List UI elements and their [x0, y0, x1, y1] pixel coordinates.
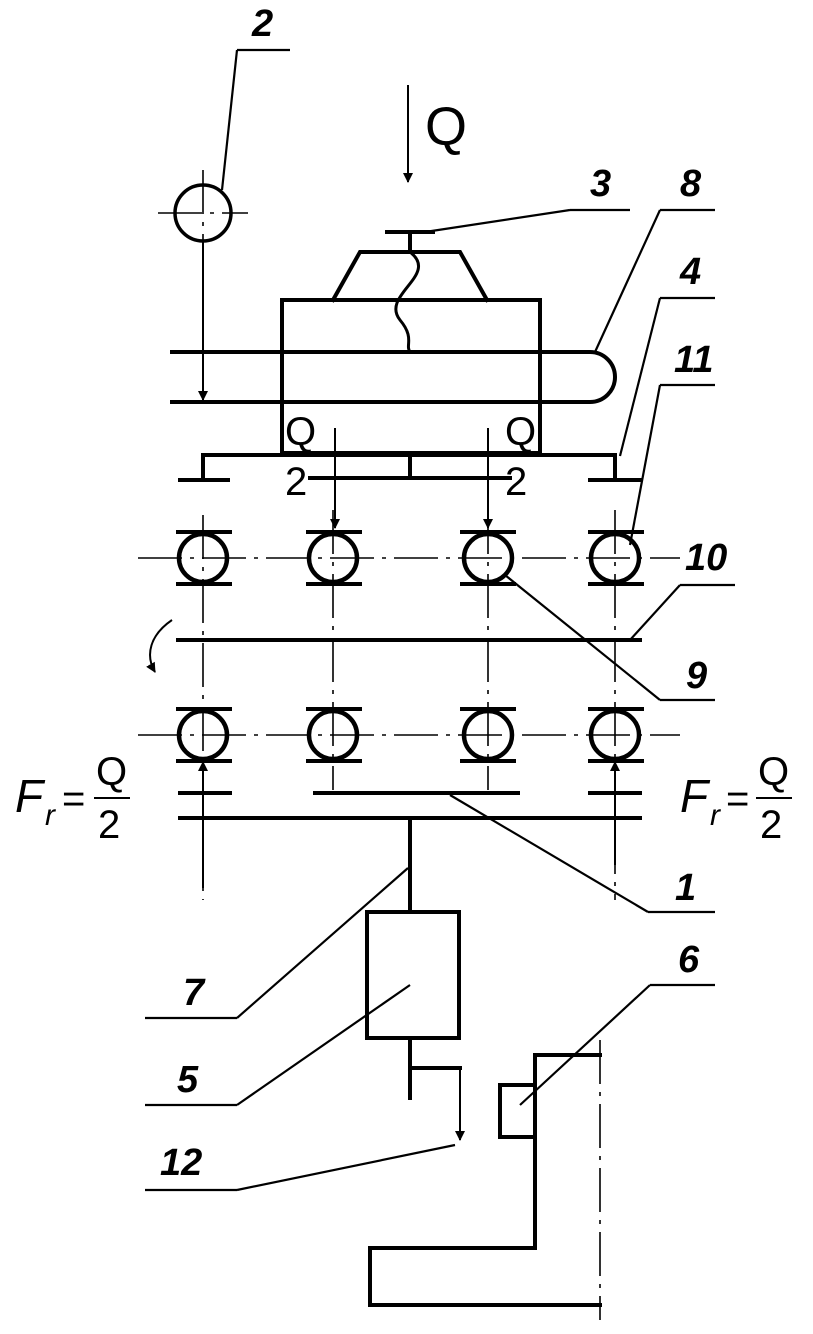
callout-leader-8: [593, 209, 662, 353]
upper-bearing-row: [138, 510, 680, 900]
callout-7: 7: [183, 972, 206, 1014]
svg-text:=: =: [62, 777, 85, 821]
callout-leader-11: [628, 384, 662, 546]
half-load-left-q: Q: [285, 410, 316, 454]
lower-frame: [178, 791, 642, 914]
callout-3: 3: [590, 163, 611, 205]
callout-leader-5: [236, 984, 411, 1106]
callout-5: 5: [177, 1059, 199, 1101]
indicator-bracket: [368, 1040, 602, 1320]
svg-text:r: r: [710, 799, 721, 832]
callout-10: 10: [685, 537, 727, 579]
svg-text:Q: Q: [96, 750, 127, 794]
callout-2: 2: [251, 3, 273, 45]
rotation-arrow: [146, 619, 173, 673]
force-sensor: [365, 910, 461, 1040]
svg-text:F: F: [680, 770, 711, 822]
half-load-right-q: Q: [505, 410, 536, 454]
callout-12: 12: [160, 1142, 202, 1184]
callout-6: 6: [678, 939, 700, 981]
output-rod: [408, 1036, 465, 1141]
lower-bearing-row: [138, 707, 680, 763]
callout-leader-4: [618, 297, 662, 457]
bearing-lower-2: [306, 707, 362, 763]
upper-yoke: [178, 453, 642, 482]
callout-leader-6: [519, 984, 651, 1106]
callout-leader-7: [236, 867, 409, 1019]
callout-11: 11: [674, 339, 713, 381]
bearing-upper-3: [460, 510, 516, 790]
callout-leader-10: [629, 584, 681, 641]
half-load-left-2: 2: [285, 460, 307, 504]
load-q-label: Q: [425, 97, 467, 157]
motor-symbol: [158, 170, 248, 401]
svg-text:r: r: [45, 799, 56, 832]
callout-8: 8: [680, 163, 702, 205]
reaction-label-left: F r = Q 2: [15, 750, 130, 847]
svg-text:F: F: [15, 770, 46, 822]
bearing-upper-2: [306, 510, 362, 790]
svg-text:2: 2: [760, 803, 782, 847]
half-load-right-2: 2: [505, 460, 527, 504]
callout-leader-3: [424, 208, 571, 234]
belt: [170, 350, 617, 404]
callout-9: 9: [686, 655, 707, 697]
callout-leader-2: [220, 49, 239, 191]
reaction-label-right: F r = Q 2: [680, 750, 792, 847]
svg-text:Q: Q: [758, 750, 789, 794]
svg-text:=: =: [726, 777, 749, 821]
callout-leader-12: [236, 1143, 456, 1192]
loading-screw: [330, 230, 490, 353]
bearing-lower-3: [460, 707, 516, 763]
loading-housing: [280, 298, 542, 455]
callout-leader-9: [504, 574, 661, 701]
callout-1: 1: [675, 867, 696, 909]
callout-leader-1: [449, 794, 649, 913]
svg-text:2: 2: [98, 803, 120, 847]
callout-4: 4: [679, 251, 701, 293]
